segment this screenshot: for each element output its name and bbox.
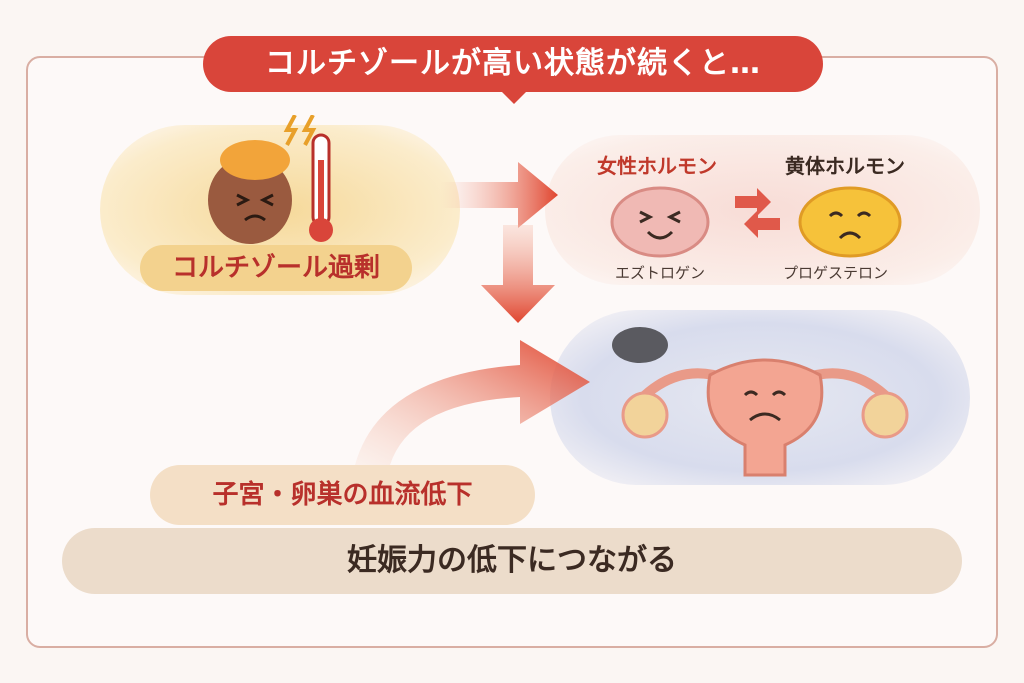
arrow-right-icon bbox=[440, 162, 558, 228]
header-title: コルチゾールが高い状態が続くと… bbox=[203, 36, 823, 104]
exchange-arrows-icon bbox=[735, 188, 780, 238]
progesterone-face-icon bbox=[798, 186, 902, 258]
estrogen-face-icon bbox=[610, 186, 710, 258]
bloodflow-decrease-label: 子宮・卵巣の血流低下 bbox=[150, 465, 535, 525]
female-hormone-label: 女性ホルモン bbox=[597, 154, 717, 178]
luteal-hormone-label: 黄体ホルモン bbox=[785, 154, 905, 178]
adrenal-character-icon bbox=[208, 115, 333, 244]
cortisol-excess-label: コルチゾール過剰 bbox=[140, 245, 412, 291]
uterus-character-icon bbox=[612, 327, 909, 477]
estrogen-label: エズトロゲン bbox=[615, 264, 706, 282]
conclusion-label: 妊娠力の低下につながる bbox=[62, 528, 962, 594]
progesterone-label: プロゲステロン bbox=[783, 264, 889, 282]
arrow-down-icon bbox=[481, 225, 555, 323]
arrow-curved-icon bbox=[355, 340, 590, 465]
